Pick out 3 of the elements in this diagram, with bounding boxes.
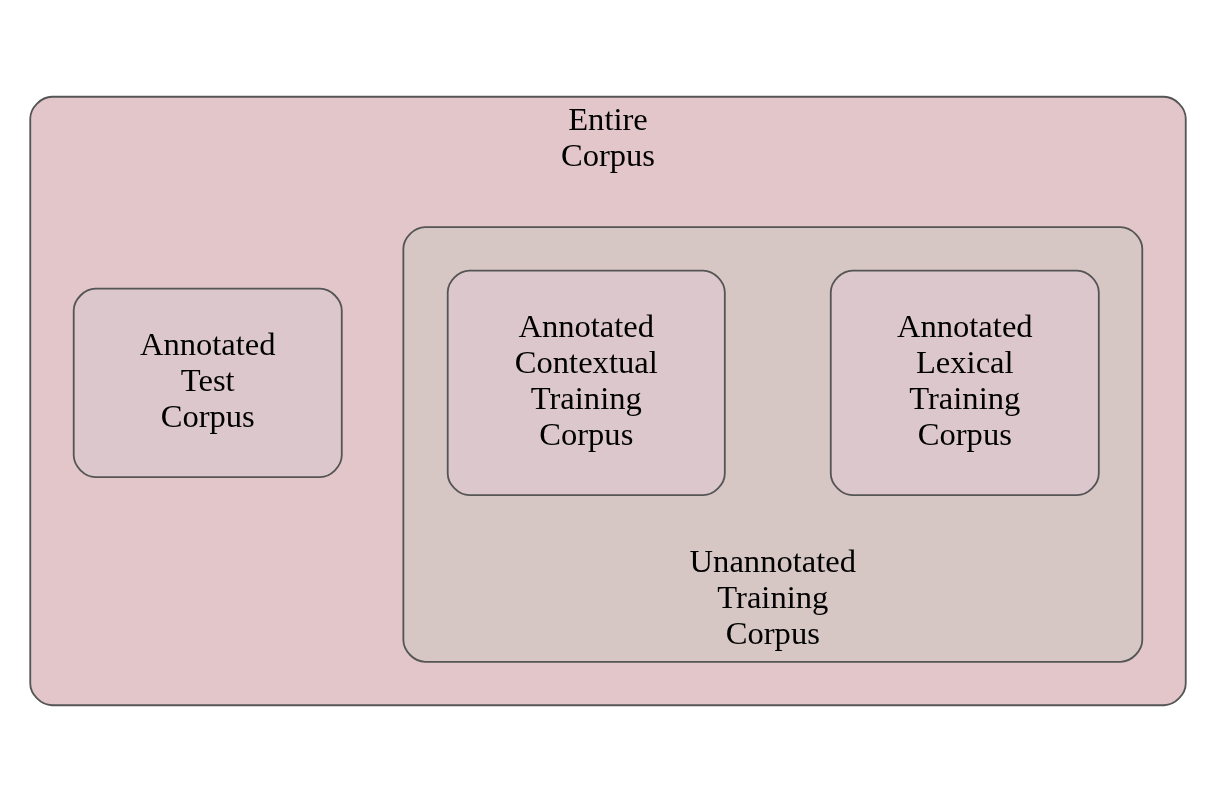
node-box: Annotated Lexical Training Corpus (829, 269, 1100, 497)
node-box: Annotated Contextual Training Corpus (446, 269, 726, 497)
node-box: Annotated Test Corpus (72, 287, 343, 478)
